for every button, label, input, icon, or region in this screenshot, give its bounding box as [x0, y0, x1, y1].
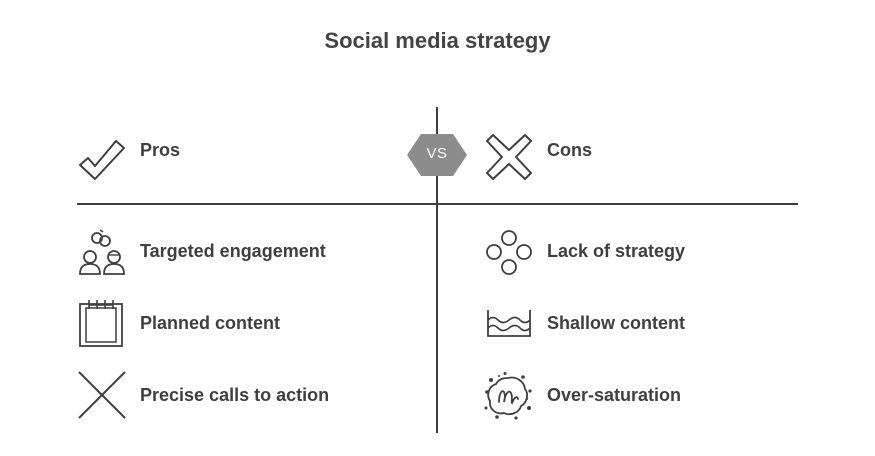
cons-item-label: Shallow content: [547, 313, 686, 333]
cons-heading: Cons: [547, 140, 592, 160]
x-mark-icon: [486, 134, 532, 180]
vs-badge: [407, 134, 467, 176]
pros-item-label: Targeted engagement: [140, 241, 326, 261]
diagram-title: Social media strategy: [324, 28, 551, 53]
pros-item-label: Precise calls to action: [140, 385, 330, 405]
cons-item-label: Lack of strategy: [547, 241, 686, 261]
scattered-circles-icon: [486, 230, 532, 275]
pros-item-label: Planned content: [140, 313, 281, 333]
horizontal-divider: [77, 203, 798, 205]
people-link-icon: [79, 229, 125, 275]
shallow-water-icon: [487, 310, 531, 337]
vertical-divider: [436, 107, 438, 433]
cross-lines-icon: [78, 371, 126, 419]
calendar-icon: [79, 300, 123, 347]
splash-icon: [484, 372, 532, 420]
vs-label: VS: [426, 145, 448, 162]
checkmark-icon: [79, 140, 125, 180]
cons-item-label: Over-saturation: [547, 385, 682, 405]
pros-heading: Pros: [140, 140, 181, 160]
